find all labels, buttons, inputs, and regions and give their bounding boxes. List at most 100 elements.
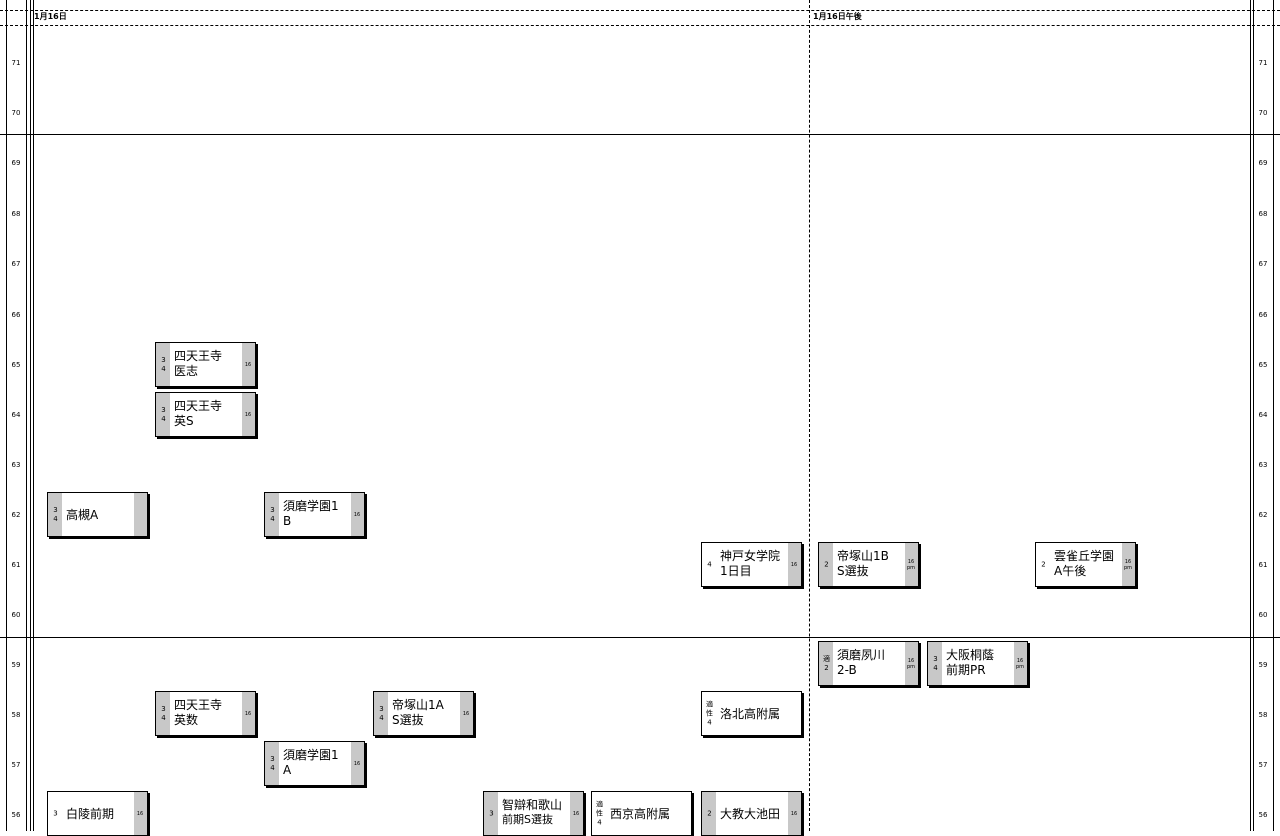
card-school-name: 四天王寺 xyxy=(174,698,223,712)
header-dashed-border xyxy=(0,25,1280,26)
scale-label: 67 xyxy=(11,260,21,268)
card-side-band xyxy=(460,692,473,735)
card-side-band xyxy=(788,543,801,586)
scale-label: 61 xyxy=(11,561,21,569)
card-grade-band xyxy=(928,642,942,685)
card-side-band xyxy=(905,642,918,685)
card-exam-type: 1日目 xyxy=(720,564,752,578)
card-exam-type: 2-B xyxy=(837,663,857,677)
card-grade-band xyxy=(819,543,833,586)
card-date-tag: 16 xyxy=(136,811,144,817)
card-school-name: 大阪桐蔭 xyxy=(946,648,995,662)
card-exam-type: S選抜 xyxy=(392,713,424,727)
card-date-tag: 16 xyxy=(790,562,798,568)
scale-label: 69 xyxy=(1258,159,1268,167)
card-school-name: 四天王寺 xyxy=(174,349,223,363)
card-grade-band xyxy=(156,343,170,386)
card-date-tag: 16 xyxy=(462,711,470,717)
scale-label: 60 xyxy=(1258,611,1268,619)
card-school-name: 洛北高附属 xyxy=(720,707,781,721)
school-card-hakuryo[interactable]: 3 白陵前期 16 xyxy=(47,791,148,836)
card-grade-band xyxy=(265,742,279,785)
scale-label: 71 xyxy=(11,59,21,67)
card-date-tag: 16 xyxy=(353,512,361,518)
card-side-band xyxy=(351,493,364,536)
column-header-afternoon: 1月16日午後 xyxy=(813,12,862,21)
scale-label: 65 xyxy=(1258,361,1268,369)
left-double-border-b xyxy=(33,0,34,831)
card-grade-band xyxy=(374,692,388,735)
scale-label: 65 xyxy=(11,361,21,369)
card-school-name: 須磨学園1 xyxy=(283,499,339,513)
card-school-name: 高槻A xyxy=(66,508,99,522)
scale-label: 71 xyxy=(1258,59,1268,67)
card-grades: 3 xyxy=(53,809,58,817)
card-school-name: 雲雀丘学園 xyxy=(1054,549,1115,563)
card-school-name: 帝塚山1A xyxy=(392,698,444,712)
card-exam-type: 医志 xyxy=(174,364,199,378)
card-side-band xyxy=(1014,642,1027,685)
scale-label: 64 xyxy=(1258,411,1268,419)
card-side-band xyxy=(351,742,364,785)
card-side-band xyxy=(905,543,918,586)
card-exam-type: B xyxy=(283,514,292,528)
top-dashed-border xyxy=(0,10,1280,11)
card-grade-band xyxy=(156,692,170,735)
card-date-tag: 16 xyxy=(244,362,252,368)
card-side-band xyxy=(788,792,801,835)
card-school-name: 神戸女学院 xyxy=(720,549,781,563)
card-exam-type: 英S xyxy=(174,414,194,428)
scale-label: 63 xyxy=(11,461,21,469)
card-grade-band xyxy=(156,393,170,436)
card-grades: 2 xyxy=(824,560,829,568)
scale-label: 67 xyxy=(1258,260,1268,268)
card-date-tag: 16 xyxy=(572,811,580,817)
column-header-morning: 1月16日 xyxy=(34,12,67,21)
card-exam-type: A xyxy=(283,763,292,777)
card-school-name: 須磨学園1 xyxy=(283,748,339,762)
card-school-name: 白陵前期 xyxy=(66,807,115,821)
card-side-band xyxy=(134,493,147,536)
scale-label: 64 xyxy=(11,411,21,419)
card-grades: 2 xyxy=(1041,560,1046,568)
card-date-tag: 16 xyxy=(353,761,361,767)
card-exam-type: A午後 xyxy=(1054,564,1087,578)
scale-label: 69 xyxy=(11,159,21,167)
scale-label: 62 xyxy=(11,511,21,519)
scale-label: 70 xyxy=(11,109,21,117)
band-separator-middle xyxy=(0,637,1280,638)
scale-label: 61 xyxy=(1258,561,1268,569)
scale-label: 70 xyxy=(1258,109,1268,117)
card-grades: 2 xyxy=(707,809,712,817)
card-exam-type: S選抜 xyxy=(837,564,869,578)
right-double-border-a xyxy=(1250,0,1251,831)
card-grades: 3 xyxy=(489,809,494,817)
right-scale-border xyxy=(1273,0,1274,831)
card-side-band xyxy=(242,692,255,735)
scale-label: 58 xyxy=(1258,711,1268,719)
card-side-band xyxy=(570,792,583,835)
